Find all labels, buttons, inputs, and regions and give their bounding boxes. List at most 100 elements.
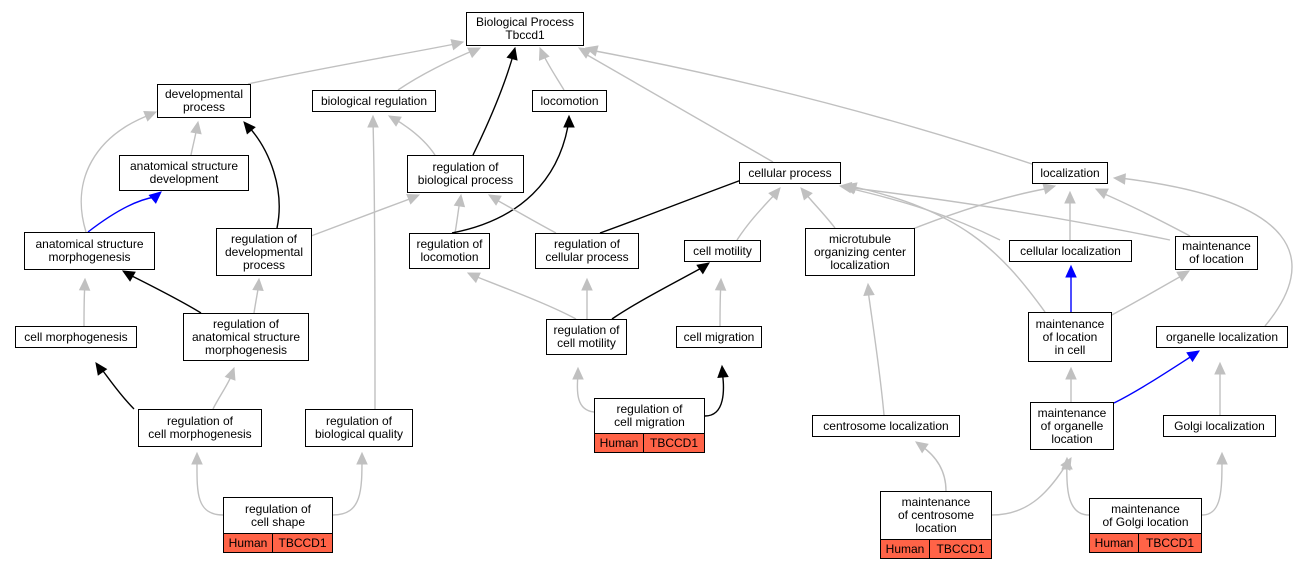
edge-line — [472, 51, 515, 156]
term-label-line: organelle localization — [1165, 329, 1279, 344]
edge-line — [1109, 273, 1186, 317]
term-node-cell-migration[interactable]: cell migration — [676, 326, 762, 348]
term-node-golgi-loc[interactable]: Golgi localization — [1163, 415, 1276, 437]
edge-line — [581, 51, 774, 163]
edge-arrowhead — [768, 187, 781, 201]
term-node-localization[interactable]: localization — [1032, 162, 1108, 184]
term-label-line: locomotion — [420, 250, 479, 264]
edge-line — [736, 191, 778, 241]
edge-arrowhead — [252, 277, 264, 291]
term-node-cell-motility[interactable]: cell motility — [684, 240, 761, 262]
edge-arrowhead — [190, 120, 202, 135]
edge-arrowhead — [406, 193, 421, 205]
edge-arrowhead — [143, 110, 158, 122]
term-label-line: regulation of — [212, 316, 280, 331]
term-label-line: maintenance — [1035, 316, 1105, 331]
edge-arrowhead — [450, 39, 465, 51]
edge-arrowhead — [584, 45, 599, 57]
edge-arrowhead — [121, 270, 136, 282]
edge-arrowhead — [487, 194, 502, 206]
term-label-line: regulation of — [432, 160, 499, 174]
term-label-line: regulation of — [553, 237, 621, 251]
term-label-line: cell motility — [557, 336, 616, 350]
term-label-line: morphogenesis — [48, 250, 131, 264]
term-node-locomotion[interactable]: locomotion — [532, 90, 607, 112]
term-label-line: organizing center — [813, 244, 907, 259]
term-label-line: location — [1051, 431, 1093, 446]
term-label-line: anatomical structure — [191, 329, 301, 344]
edge-line — [247, 42, 461, 85]
term-label-line: maintenance — [1182, 239, 1251, 253]
term-label-line: anatomical structure — [35, 237, 144, 251]
term-label-line: development — [149, 172, 219, 186]
gene-species: Human — [1089, 533, 1139, 553]
edge-arrowhead — [1042, 183, 1057, 195]
edge-arrowhead — [1216, 451, 1228, 465]
term-node-bio-reg[interactable]: biological regulation — [312, 90, 436, 112]
term-label-line: cell morphogenesis — [24, 329, 128, 344]
edge-arrowhead — [800, 187, 813, 201]
edge-line — [392, 117, 436, 156]
term-node-cell-morph[interactable]: cell morphogenesis — [15, 326, 137, 348]
edge-arrowhead — [696, 262, 710, 275]
edge-line — [611, 265, 706, 320]
edge-arrowhead — [191, 451, 203, 465]
edge-arrowhead — [577, 47, 592, 59]
term-label-line: cell migration — [614, 415, 685, 429]
term-label-line: developmental — [224, 244, 304, 259]
term-label: cellular process — [740, 163, 840, 183]
term-label-line: cellular process — [545, 250, 629, 264]
edge-arrowhead — [387, 115, 402, 127]
term-node-cell-loc[interactable]: cellular localization — [1009, 240, 1132, 262]
term-label: cell motility — [685, 241, 760, 261]
term-node-organelle-loc[interactable]: organelle localization — [1156, 326, 1288, 348]
term-label-line: localization — [830, 257, 890, 272]
edge-line — [867, 289, 885, 416]
edge-arrowhead — [95, 362, 108, 376]
term-node-centrosome-loc[interactable]: centrosome localization — [812, 415, 960, 437]
term-node-cell-proc[interactable]: cellular process — [739, 162, 841, 184]
edge-arrowhead — [1065, 366, 1077, 380]
edge-arrowhead — [915, 441, 929, 454]
edge-arrowhead — [148, 191, 162, 204]
term-label: Golgi localization — [1164, 416, 1275, 436]
term-label-line: regulation of — [553, 323, 620, 337]
edge-line — [127, 273, 202, 314]
edge-arrowhead — [581, 277, 593, 291]
term-label-line: of Golgi location — [1102, 515, 1189, 529]
